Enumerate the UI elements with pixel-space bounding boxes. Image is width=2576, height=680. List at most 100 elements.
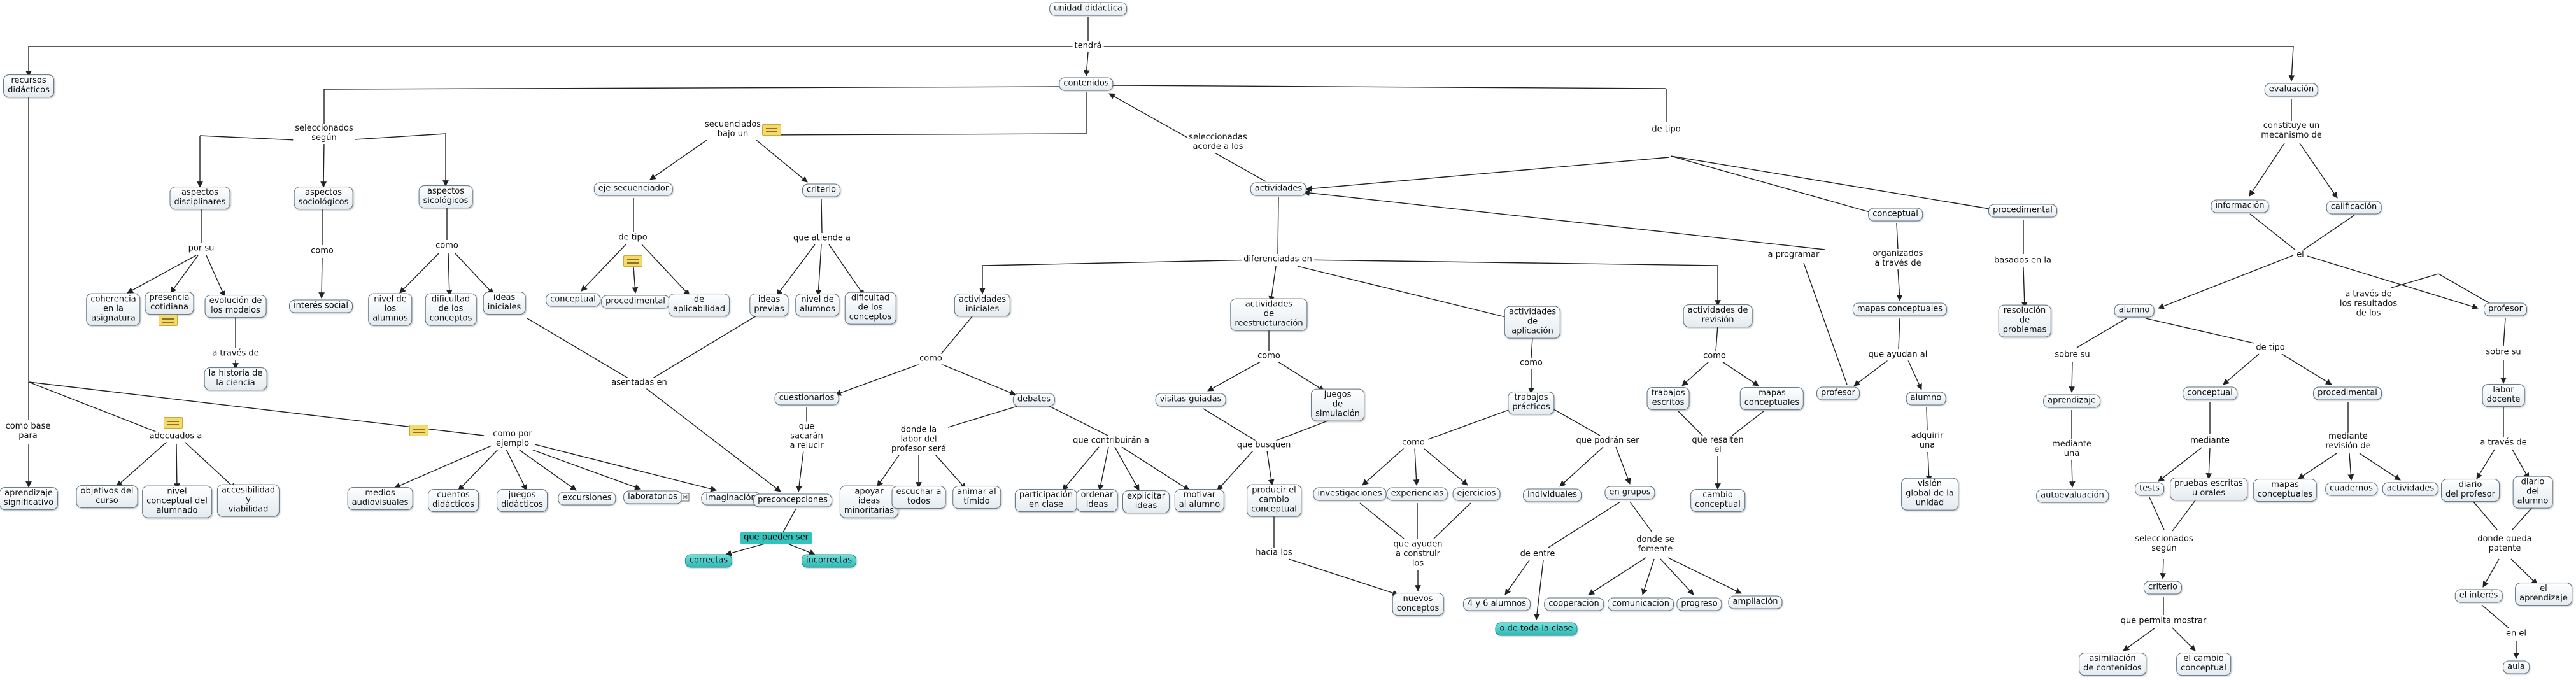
- node-toda-clase[interactable]: o de toda la clase: [1495, 622, 1578, 636]
- node-investigaciones[interactable]: investigaciones: [1313, 487, 1387, 501]
- node-actividades-aplicacion[interactable]: actividades de aplicación: [1504, 306, 1561, 339]
- node-ideas-previas[interactable]: ideas previas: [749, 294, 789, 316]
- node-actividades-revision[interactable]: actividades de revisión: [1683, 304, 1753, 327]
- node-contenidos[interactable]: contenidos: [1059, 77, 1114, 91]
- node-asimilacion[interactable]: asimilación de contenidos: [2079, 653, 2146, 676]
- node-cuatro-seis[interactable]: 4 y 6 alumnos: [1462, 597, 1531, 611]
- node-tipo-procedimental[interactable]: procedimental: [2313, 386, 2382, 400]
- node-criterio[interactable]: criterio: [802, 183, 841, 197]
- node-el-aprendizaje[interactable]: el aprendizaje: [2515, 583, 2572, 606]
- node-eje-secuenciador[interactable]: eje secuenciador: [593, 182, 674, 196]
- node-aplicabilidad[interactable]: de aplicabilidad: [668, 294, 730, 316]
- node-ampliacion[interactable]: ampliación: [1728, 595, 1783, 609]
- node-nivel-conceptual[interactable]: nivel conceptual del alumnado: [142, 485, 212, 518]
- node-juegos-didacticos[interactable]: juegos didácticos: [497, 489, 548, 512]
- node-dificultad-conceptos-2[interactable]: dificultad de los conceptos: [844, 292, 896, 325]
- node-actividades-reestructuracion[interactable]: actividades de reestructuración: [1230, 298, 1308, 331]
- node-evolucion[interactable]: evolución de los modelos: [204, 295, 267, 318]
- node-eje-procedimental[interactable]: procedimental: [601, 295, 670, 309]
- node-actividades[interactable]: actividades: [1250, 182, 1307, 196]
- note-icon[interactable]: [159, 315, 178, 326]
- node-aula[interactable]: aula: [2503, 660, 2530, 674]
- node-cuentos[interactable]: cuentos didácticos: [428, 489, 479, 512]
- node-criterio-eval[interactable]: criterio: [2143, 581, 2183, 595]
- node-correctas[interactable]: correctas: [684, 554, 733, 568]
- node-aspectos-disciplinares[interactable]: aspectos disciplinares: [169, 187, 230, 209]
- node-mapas-conceptuales[interactable]: mapas conceptuales: [1852, 302, 1948, 316]
- node-actividades-iniciales[interactable]: actividades iniciales: [954, 294, 1011, 316]
- node-mapas-conceptuales-rev[interactable]: mapas conceptuales: [1739, 387, 1804, 410]
- node-aspectos-sicologicos[interactable]: aspectos sicológicos: [418, 185, 473, 208]
- node-resolucion-problemas[interactable]: resolución de problemas: [1998, 304, 2051, 337]
- node-el-interes[interactable]: el interés: [2454, 589, 2503, 603]
- node-ordenar-ideas[interactable]: ordenar ideas: [1076, 489, 1118, 512]
- node-presencia[interactable]: presencia cotidiana: [145, 292, 194, 315]
- node-incorrectas[interactable]: incorrectas: [801, 554, 857, 568]
- node-diario-alumno[interactable]: diario del alumno: [2512, 476, 2553, 509]
- node-participacion[interactable]: participación en clase: [1014, 489, 1078, 512]
- node-cuadernos[interactable]: cuadernos: [2325, 482, 2377, 496]
- node-nivel-alumnos[interactable]: nivel de los alumnos: [368, 293, 413, 326]
- node-cambio-conceptual-rev[interactable]: cambio conceptual: [1690, 489, 1745, 512]
- node-aspectos-sociologicos[interactable]: aspectos sociológicos: [294, 187, 353, 209]
- node-interes-social[interactable]: interés social: [289, 299, 353, 313]
- node-individuales[interactable]: individuales: [1523, 488, 1582, 502]
- node-coherencia[interactable]: coherencia en la asignatura: [86, 293, 141, 326]
- node-en-grupos[interactable]: en grupos: [1604, 486, 1655, 500]
- node-eje-conceptual[interactable]: conceptual: [546, 293, 600, 307]
- node-explicitar-ideas[interactable]: explicitar ideas: [1122, 490, 1170, 513]
- node-nuevos-conceptos[interactable]: nuevos conceptos: [1392, 593, 1444, 616]
- node-comunicacion[interactable]: comunicación: [1608, 597, 1674, 611]
- node-debates[interactable]: debates: [1012, 393, 1056, 407]
- node-aprendizaje-significativo[interactable]: aprendizaje significativo: [0, 487, 59, 510]
- node-labor-docente[interactable]: labor docente: [2482, 384, 2525, 407]
- node-aprendizaje-eval[interactable]: aprendizaje: [2043, 394, 2100, 408]
- node-cooperacion[interactable]: cooperación: [1544, 597, 1604, 611]
- node-calificacion[interactable]: calificación: [2326, 201, 2382, 215]
- node-apoyar-ideas[interactable]: apoyar ideas minoritarias: [839, 485, 899, 518]
- node-mapas-conceptuales-eval[interactable]: mapas conceptuales: [2253, 479, 2318, 502]
- node-excursiones[interactable]: excursiones: [558, 492, 616, 506]
- node-nivel-alumnos-2[interactable]: nivel de alumnos: [795, 294, 840, 316]
- node-diario-profesor[interactable]: diario del profesor: [2441, 479, 2500, 502]
- node-imaginacion[interactable]: imaginación: [701, 492, 761, 506]
- node-alumno-mapas[interactable]: alumno: [1906, 392, 1946, 406]
- node-actividades-eval[interactable]: actividades: [2382, 482, 2439, 496]
- note-icon[interactable]: [409, 425, 428, 436]
- node-progreso[interactable]: progreso: [1676, 597, 1722, 611]
- node-trabajos-escritos[interactable]: trabajos escritos: [1646, 387, 1690, 410]
- node-accesibilidad[interactable]: accesibilidad y viabilidad: [216, 484, 280, 517]
- node-cuestionarios[interactable]: cuestionarios: [774, 392, 839, 406]
- node-procedimental[interactable]: procedimental: [1988, 204, 2057, 218]
- link-marker-icon[interactable]: ⊠: [681, 493, 690, 502]
- node-juegos-simulacion[interactable]: juegos de simulación: [1311, 388, 1364, 421]
- node-profesor-eval[interactable]: profesor: [2484, 302, 2527, 316]
- node-escuchar[interactable]: escuchar a todos: [891, 486, 946, 509]
- node-motivar[interactable]: motivar al alumno: [1174, 489, 1225, 512]
- node-historia[interactable]: la historia de la ciencia: [204, 367, 267, 390]
- node-experiencias[interactable]: experiencias: [1386, 487, 1448, 501]
- node-pruebas-escritas[interactable]: pruebas escritas u orales: [2170, 478, 2247, 500]
- node-dificultad-conceptos[interactable]: dificultad de los conceptos: [425, 293, 477, 326]
- node-conceptual[interactable]: conceptual: [1868, 208, 1923, 222]
- node-evaluacion[interactable]: evaluación: [2264, 83, 2319, 97]
- node-trabajos-practicos[interactable]: trabajos prácticos: [1508, 392, 1555, 414]
- node-ejercicios[interactable]: ejercicios: [1452, 487, 1501, 501]
- node-alumno-eval[interactable]: alumno: [2114, 304, 2155, 318]
- node-ideas-iniciales[interactable]: ideas iniciales: [483, 292, 526, 315]
- node-producir-cambio[interactable]: producir el cambio conceptual: [1247, 484, 1301, 517]
- node-autoevaluacion[interactable]: autoevaluación: [2036, 489, 2109, 503]
- note-icon[interactable]: [762, 124, 781, 136]
- node-objetivos-curso[interactable]: objetivos del curso: [76, 485, 138, 508]
- node-tests[interactable]: tests: [2135, 482, 2164, 496]
- node-animar[interactable]: animar al tímido: [952, 486, 1001, 509]
- node-tipo-conceptual[interactable]: conceptual: [2183, 386, 2237, 400]
- node-unidad-didactica[interactable]: unidad didáctica: [1049, 2, 1127, 16]
- node-profesor-mapas[interactable]: profesor: [1816, 386, 1860, 400]
- note-icon[interactable]: [164, 417, 183, 429]
- node-preconcepciones[interactable]: preconcepciones: [753, 493, 832, 507]
- node-cambio-conceptual-eval[interactable]: el cambio conceptual: [2176, 653, 2231, 676]
- node-informacion[interactable]: información: [2211, 199, 2269, 213]
- node-visitas-guiadas[interactable]: visitas guiadas: [1155, 393, 1226, 407]
- node-medios-audiovisuales[interactable]: medios audiovisuales: [347, 487, 413, 510]
